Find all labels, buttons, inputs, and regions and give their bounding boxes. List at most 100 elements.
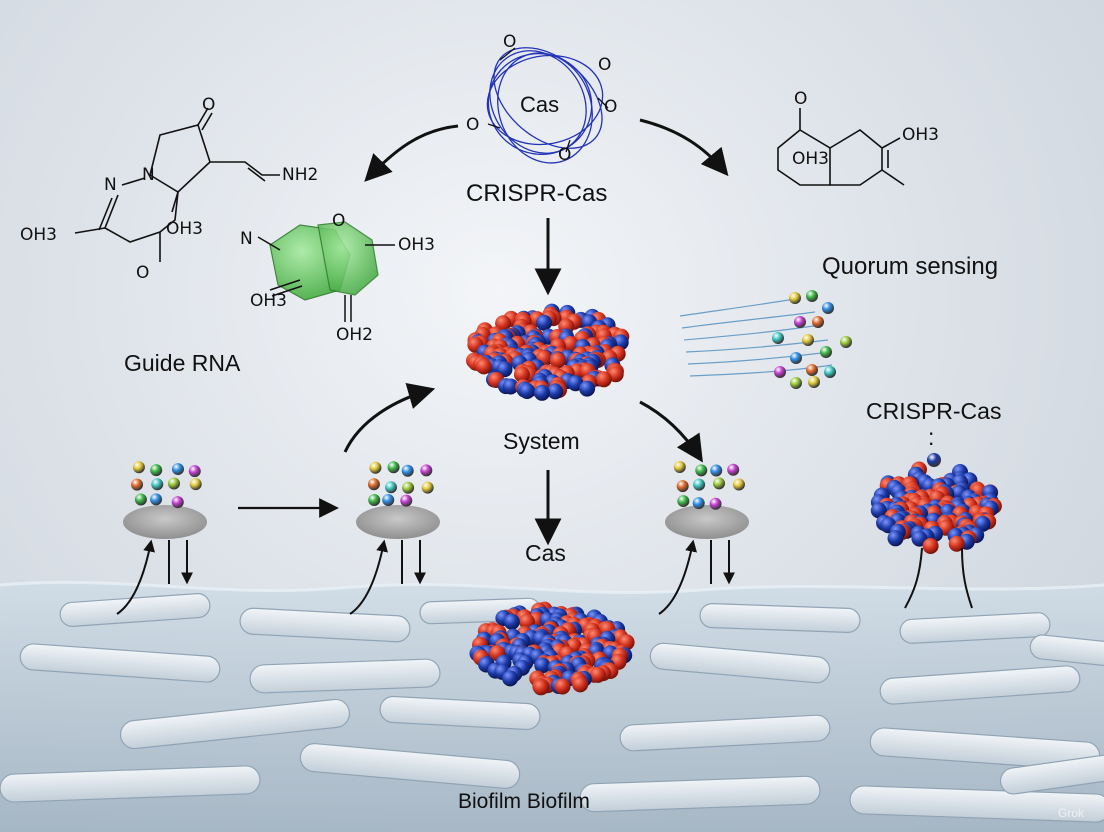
watermark: Grok [1058,806,1085,820]
signal-bead [677,495,690,508]
svg-text:OH2: OH2 [336,325,373,345]
biofilm-layer [0,580,1104,832]
signal-bead [789,292,801,304]
cas-complex-right [870,453,1002,554]
signal-bead [132,461,145,474]
signal-bead [150,464,163,477]
signal-bead [774,366,786,378]
svg-text:O: O [202,95,215,115]
protein-sphere [589,666,606,683]
right-molecule-structure [777,108,905,186]
protein-sphere [549,352,566,369]
signal-bead [385,481,398,494]
cas-complex-biofilm [469,601,635,696]
signal-bead [727,463,740,476]
signal-bead [188,465,201,478]
svg-text:O: O [466,115,479,135]
bacterial-cell [649,642,831,684]
protein-sphere [496,361,513,378]
crispr-cas-right-label: CRISPR-Cas [866,398,1002,424]
svg-text:OH3: OH3 [398,235,435,255]
protein-sphere [502,670,519,687]
signal-bead [732,478,745,491]
protein-sphere [536,314,552,331]
signal-bead [151,478,164,491]
quorum-sensing-beads [772,290,852,389]
signal-bead [401,464,414,477]
protein-sphere [595,371,612,388]
cas-ring-oxygens: O O O O O [466,32,617,165]
signal-bead [822,302,834,314]
svg-text:NH2: NH2 [282,165,318,185]
signal-bead [369,461,382,474]
protein-sphere [870,502,887,519]
svg-text:O: O [503,32,516,52]
signal-bead [802,334,814,346]
signal-bead [131,478,144,491]
system-label: System [503,428,580,454]
colon-label: : [928,424,935,450]
signal-bead [820,346,832,358]
signal-bead [382,493,395,506]
protein-sphere [519,383,536,399]
bacterial-cell [1029,634,1104,670]
signal-bead [421,481,434,494]
signal-bead [171,496,184,509]
protein-sphere [475,358,492,375]
protein-sphere [534,384,550,401]
guide-rna-label: Guide RNA [124,350,241,376]
signal-bead [692,497,705,510]
signal-bead [695,464,708,477]
svg-text:N: N [240,229,253,249]
membrane-pad [665,505,749,539]
transport-pads [116,461,749,615]
protein-sphere [887,530,904,547]
svg-text:O: O [332,211,345,231]
svg-text:N: N [104,175,117,195]
guide-rna-structure [74,107,280,262]
svg-text:OH3: OH3 [902,125,939,145]
cas-complex-main [466,303,630,401]
signal-bead [824,366,836,378]
signal-bead [676,480,689,493]
protein-sphere [579,380,596,397]
bacterial-cell [579,775,821,813]
signal-bead [713,477,726,490]
signal-bead [840,336,852,348]
signal-bead [794,316,806,328]
cas-ring-label: Cas [520,92,560,117]
protein-sphere [554,678,571,695]
signal-bead [134,493,147,506]
signal-bead [806,290,818,302]
bacterial-cell [879,665,1081,705]
signal-bead [790,352,802,364]
biofilm-label: Biofilm Biofilm [458,790,590,813]
signal-bead [673,461,686,474]
bacterial-cell [699,603,861,633]
signal-bead [808,376,820,388]
signal-bead [790,377,802,389]
protein-sphere [572,676,589,693]
protein-sphere [513,366,530,383]
bacterial-cell [119,698,351,750]
signal-bead [171,463,184,476]
cas-label: Cas [525,540,566,566]
protein-sphere [948,535,965,552]
bacterial-cell [299,743,521,789]
quorum-sensing-label: Quorum sensing [822,253,999,280]
protein-sphere [534,657,551,674]
protein-sphere [502,378,519,395]
diagram-arrows [238,118,729,546]
bacterial-cell [619,714,831,752]
cas-ring-molecule [486,47,609,164]
green-ring-structure: N O OH3 OH3 OH2 [240,211,435,345]
protein-sphere [547,383,564,400]
signal-bead [710,464,723,477]
signal-bead [693,478,706,491]
bacterial-cell [19,643,221,683]
svg-text:N: N [142,165,155,185]
signal-bead [812,316,824,328]
bacterial-cell [999,751,1104,795]
signal-bead [772,332,784,344]
